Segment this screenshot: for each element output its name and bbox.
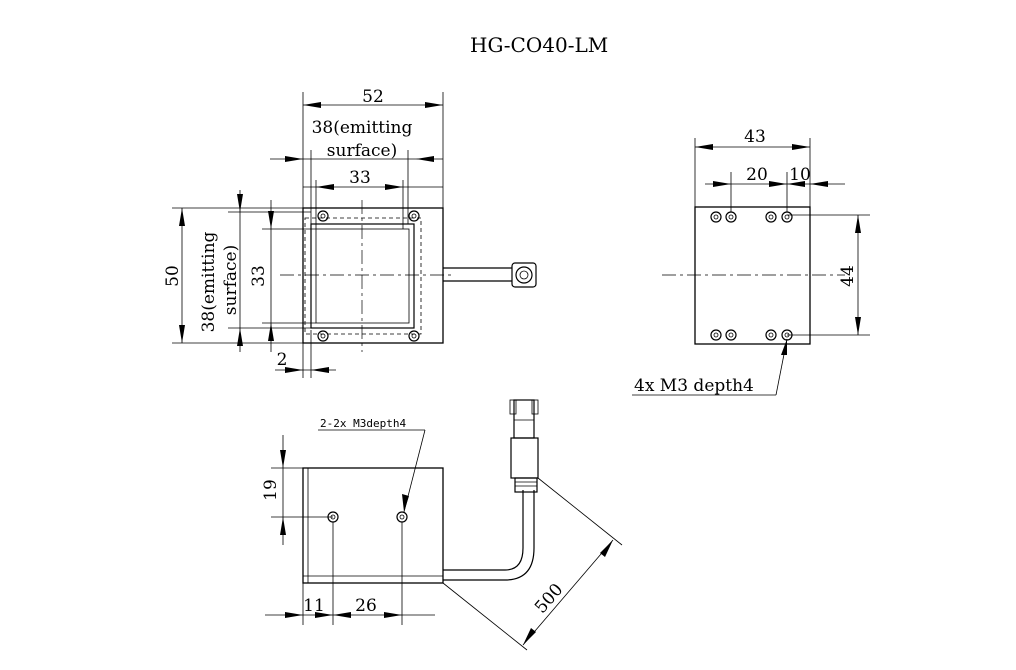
cable-ferrule	[514, 477, 538, 493]
connector-ring-icon	[515, 266, 533, 284]
dim-width-52: 52	[362, 87, 384, 107]
dim-inner-width-33: 33	[349, 168, 371, 188]
side-connector-head	[513, 399, 535, 439]
dim-emitting-height-label-2: surface)	[221, 245, 241, 315]
side-hole-note: 2-2x M3depth4	[320, 417, 406, 430]
dim-height-50: 50	[163, 265, 183, 287]
dim-emitting-width-label-2: surface)	[327, 141, 397, 161]
front-view: 52 38(emitting surface) 33 50 38(emittin…	[163, 87, 537, 378]
front-body	[302, 207, 444, 344]
back-view: 43 20 10 44 4x M3 depth4	[632, 127, 870, 396]
dim-hole-x-26: 26	[355, 596, 377, 616]
side-view: 2-2x M3depth4 19 11 26 500	[261, 399, 623, 651]
side-body	[302, 467, 444, 584]
dim-inner-height-33: 33	[249, 265, 269, 287]
dim-hole-spacing-20: 20	[746, 165, 768, 185]
back-hole-note: 4x M3 depth4	[634, 376, 754, 396]
drawing-title: HG-CO40-LM	[470, 33, 608, 57]
dim-cable-length-500: 500	[531, 580, 567, 618]
dim-back-width-43: 43	[744, 127, 766, 147]
dim-hole-vertical-44: 44	[838, 265, 858, 287]
side-connector	[510, 437, 539, 479]
back-body	[694, 206, 811, 345]
dim-offset-2: 2	[277, 350, 288, 370]
emitting-surface	[310, 223, 415, 329]
front-connector	[511, 262, 537, 288]
screw-icon	[317, 210, 420, 342]
dim-emitting-width-label: 38(emitting	[312, 118, 413, 138]
dim-hole-height-19: 19	[261, 479, 281, 501]
dim-emitting-height-label: 38(emitting	[199, 231, 219, 332]
dim-hole-edge-10: 10	[789, 165, 811, 185]
dim-hole-x-11: 11	[303, 596, 325, 616]
